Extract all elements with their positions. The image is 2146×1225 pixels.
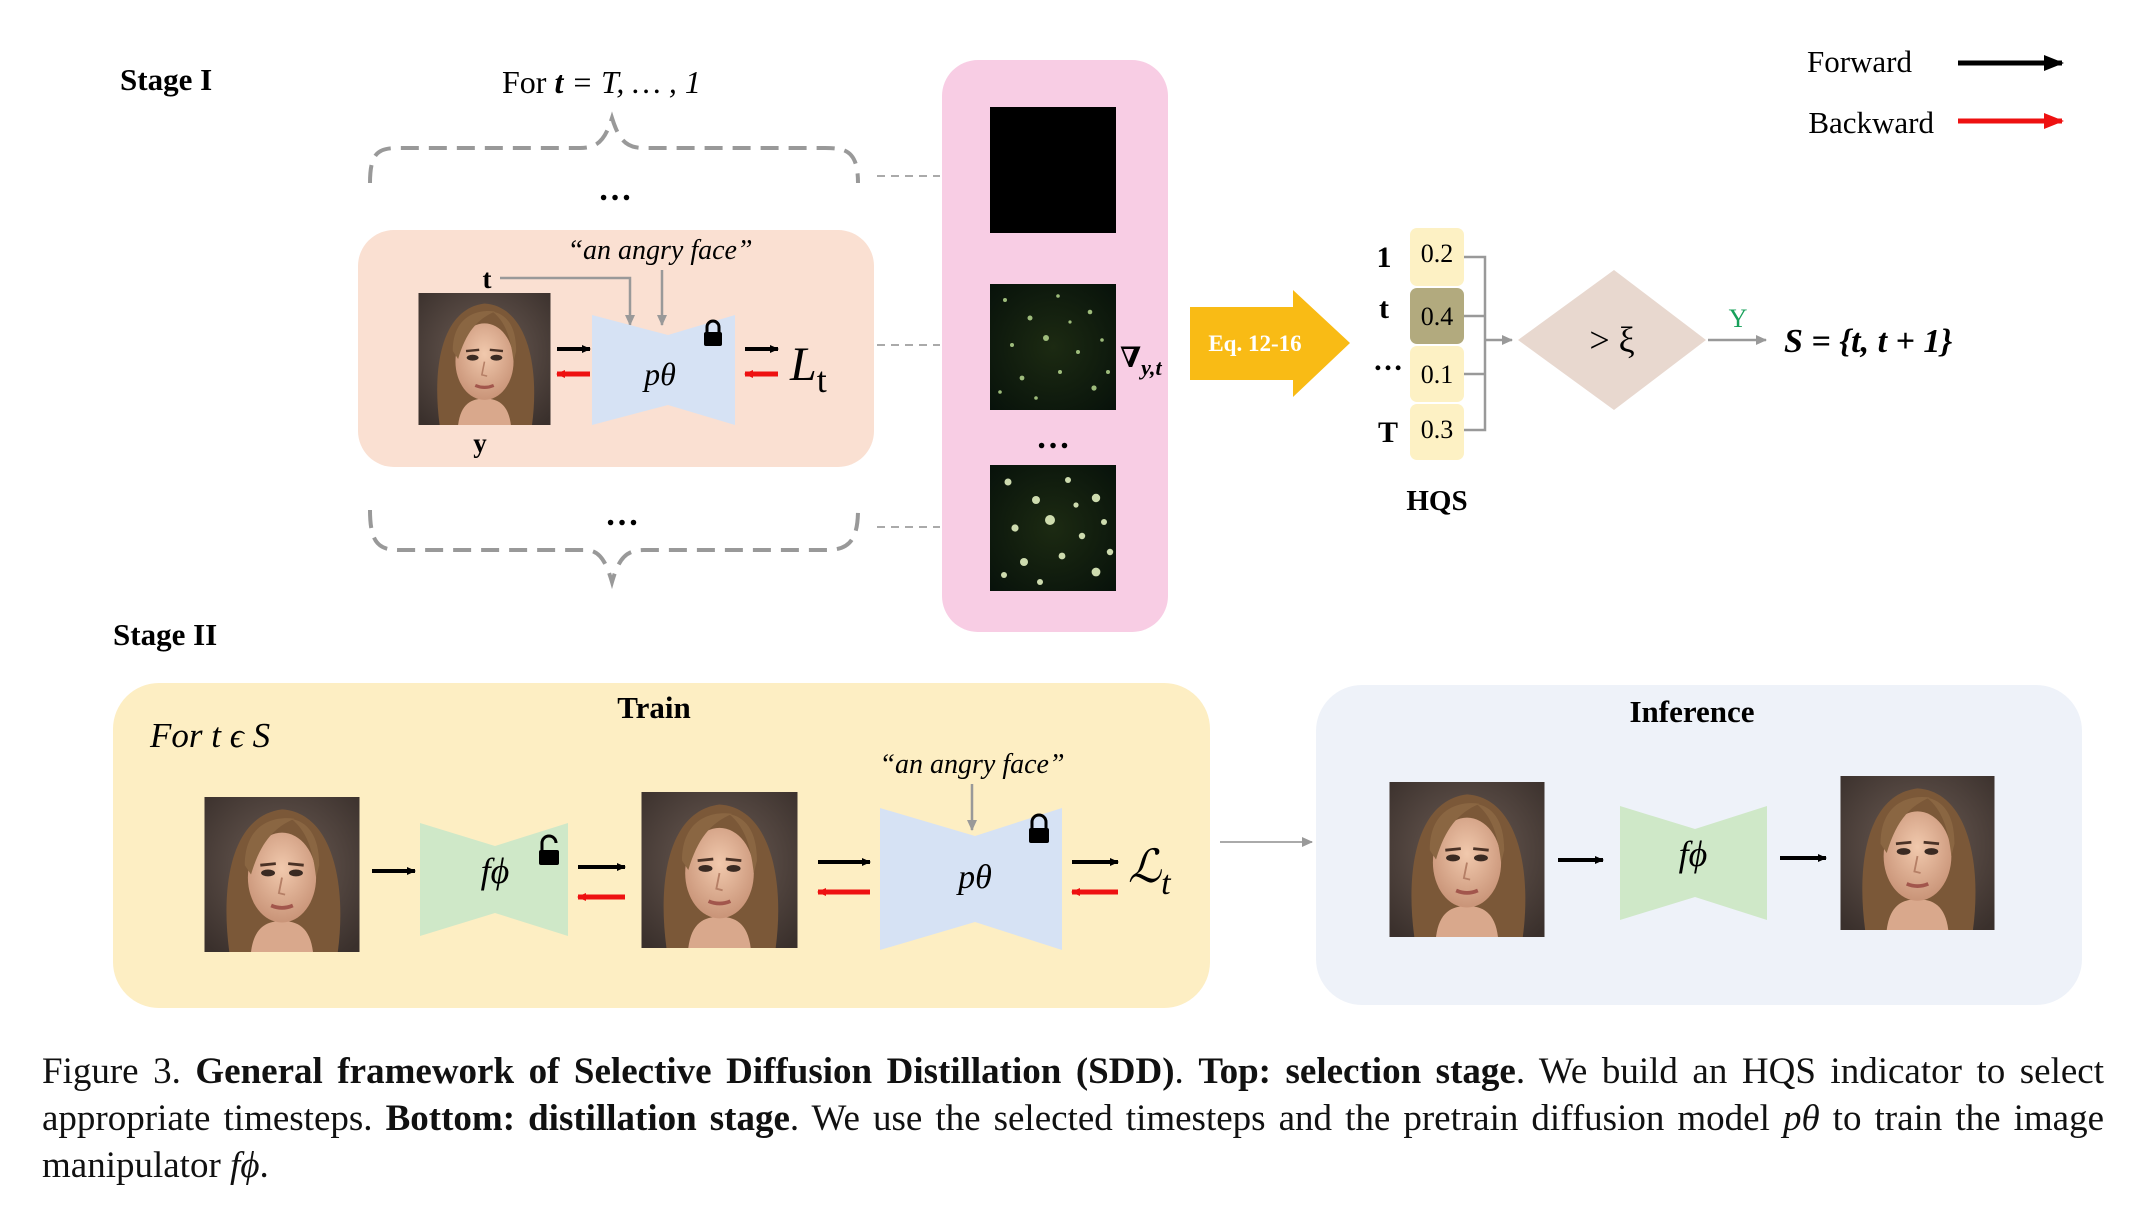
stage1-loop-text: For t = T, … , 1: [502, 64, 701, 100]
train-loop-text: For t ϵ S: [149, 716, 270, 755]
inference-output-image: [1840, 776, 1995, 930]
stage1-loss: Lt: [789, 338, 827, 400]
caption-text: to train the image manipulator: [42, 1098, 2105, 1186]
legend-backward-label: Backward: [1808, 105, 1934, 140]
legend: Forward Backward: [1807, 44, 2064, 140]
stage1-t-connector: [500, 276, 635, 326]
caption-text: .: [259, 1145, 269, 1186]
gradient-map-1: [990, 107, 1116, 233]
stage1-model-label: pθ: [642, 356, 676, 392]
stage1-y-label: y: [473, 428, 487, 458]
caption-top: Top: selection stage: [1198, 1051, 1516, 1092]
inference-title: Inference: [1629, 694, 1754, 729]
equation-arrow: [1190, 290, 1350, 397]
caption-figure-number: Figure 3.: [42, 1051, 196, 1092]
selected-timesteps: S = {t, t + 1}: [1784, 323, 1952, 360]
inference-manipulator: [1620, 806, 1767, 920]
inference-manipulator-label: fϕ: [1679, 834, 1708, 874]
caption-symbol-p: pθ: [1782, 1098, 1820, 1139]
legend-forward-label: Forward: [1807, 44, 1913, 79]
caption-symbol-f: fϕ: [230, 1145, 260, 1186]
stage1-bottom-brace: [368, 509, 860, 590]
figure-caption: Figure 3. General framework of Selective…: [42, 1048, 2104, 1189]
stage1-t-label: t: [483, 264, 492, 294]
hqs-value-T: 0.3: [1421, 415, 1454, 444]
hqs-title: HQS: [1406, 485, 1467, 517]
stage1-input-image-y: [418, 293, 551, 425]
caption-text: .: [1174, 1051, 1199, 1092]
hqs-value-ellipsis: 0.1: [1421, 360, 1454, 389]
train-input-image: [203, 797, 361, 952]
stage1-lock-icon: [704, 319, 722, 346]
gradient-ellipsis: …: [1036, 419, 1070, 456]
train-manipulator-label: fϕ: [481, 851, 510, 891]
hqs-cell-ellipsis: [1410, 346, 1464, 402]
threshold-yes-label: Y: [1729, 304, 1748, 333]
train-output-image: [641, 792, 798, 948]
inference-input-image: [1388, 782, 1546, 937]
hqs-row-label-T: T: [1378, 416, 1398, 449]
threshold-diamond: [1518, 270, 1706, 410]
equation-label: Eq. 12-16: [1208, 331, 1301, 356]
manipulator-unlock-icon: [539, 834, 559, 865]
hqs-row-label-1: 1: [1377, 241, 1392, 274]
hqs-indicator: 1 t … T 0.2 0.4 0.1 0.3 HQS: [1373, 228, 1468, 517]
stage1-top-ellipsis: …: [598, 171, 632, 208]
stage1-bottom-ellipsis: …: [605, 496, 639, 533]
train-diffusion-model: [880, 808, 1062, 950]
gradient-map-t: [990, 284, 1116, 410]
train-title: Train: [617, 690, 691, 725]
hqs-value-t: 0.4: [1421, 302, 1454, 331]
train-model-label: pθ: [956, 859, 992, 896]
caption-bottom: Bottom: distillation stage: [385, 1098, 790, 1139]
train-manipulator: [420, 823, 568, 936]
threshold-label: > ξ: [1589, 320, 1634, 360]
caption-title: General framework of Selective Diffusion…: [195, 1051, 1175, 1092]
caption-text: . We use the selected timesteps and the …: [789, 1098, 1783, 1139]
stage2-label: Stage II: [113, 617, 217, 652]
hqs-cell-T: [1410, 404, 1464, 460]
train-prompt: “an angry face”: [879, 749, 1064, 780]
caption-text: . We build an HQS indicator to select ap…: [42, 1051, 2104, 1139]
stage1-top-brace: [368, 111, 860, 184]
gradient-label: ∇y,t: [1120, 343, 1163, 380]
train-loss: ℒt: [1128, 841, 1172, 902]
hqs-merge-lines: [1464, 255, 1487, 432]
hqs-cell-1: [1410, 228, 1464, 286]
gradient-map-T: [990, 465, 1116, 591]
hqs-row-label-ellipsis: …: [1373, 344, 1403, 377]
stage1-prompt: “an angry face”: [567, 235, 752, 266]
hqs-row-label-t: t: [1379, 292, 1389, 325]
stage1-diffusion-model: [592, 315, 735, 425]
stage1-label: Stage I: [120, 62, 212, 97]
diffusion-lock-icon: [1029, 813, 1049, 843]
hqs-value-1: 0.2: [1421, 239, 1454, 268]
hqs-cell-t: [1410, 288, 1464, 344]
